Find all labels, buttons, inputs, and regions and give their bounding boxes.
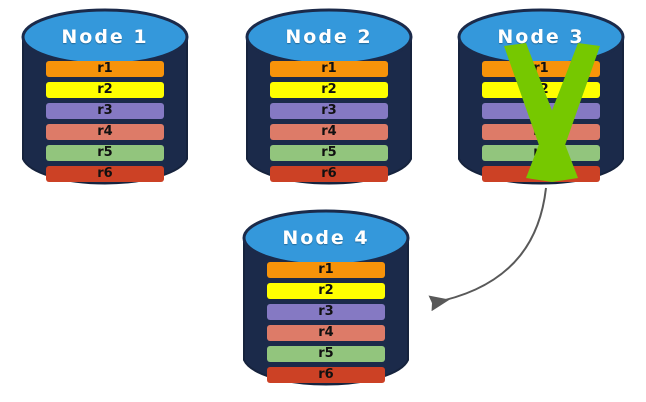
record-row: r6 <box>46 166 164 182</box>
record-row: r6 <box>267 367 385 383</box>
record-row: r3 <box>267 304 385 320</box>
record-row: r3 <box>270 103 388 119</box>
record-row: r2 <box>270 82 388 98</box>
record-row: r5 <box>482 145 600 161</box>
record-row: r5 <box>46 145 164 161</box>
record-row: r1 <box>270 61 388 77</box>
record-row: r4 <box>267 325 385 341</box>
record-row: r1 <box>267 262 385 278</box>
record-row: r3 <box>46 103 164 119</box>
record-row: r6 <box>270 166 388 182</box>
node-1-rows: r1 r2 r3 r4 r5 r6 <box>22 61 188 187</box>
record-row: r3 <box>482 103 600 119</box>
record-row: r4 <box>270 124 388 140</box>
record-row: r5 <box>270 145 388 161</box>
record-row: r2 <box>482 82 600 98</box>
node-3-rows: r1 r2 r3 r4 r5 r6 <box>458 61 624 187</box>
record-row: r4 <box>46 124 164 140</box>
record-row: r1 <box>46 61 164 77</box>
record-row: r6 <box>482 166 600 182</box>
record-row: r2 <box>46 82 164 98</box>
record-row: r5 <box>267 346 385 362</box>
node-2-rows: r1 r2 r3 r4 r5 r6 <box>246 61 412 187</box>
record-row: r4 <box>482 124 600 140</box>
node-4-rows: r1 r2 r3 r4 r5 r6 <box>243 262 409 388</box>
record-row: r1 <box>482 61 600 77</box>
record-row: r2 <box>267 283 385 299</box>
